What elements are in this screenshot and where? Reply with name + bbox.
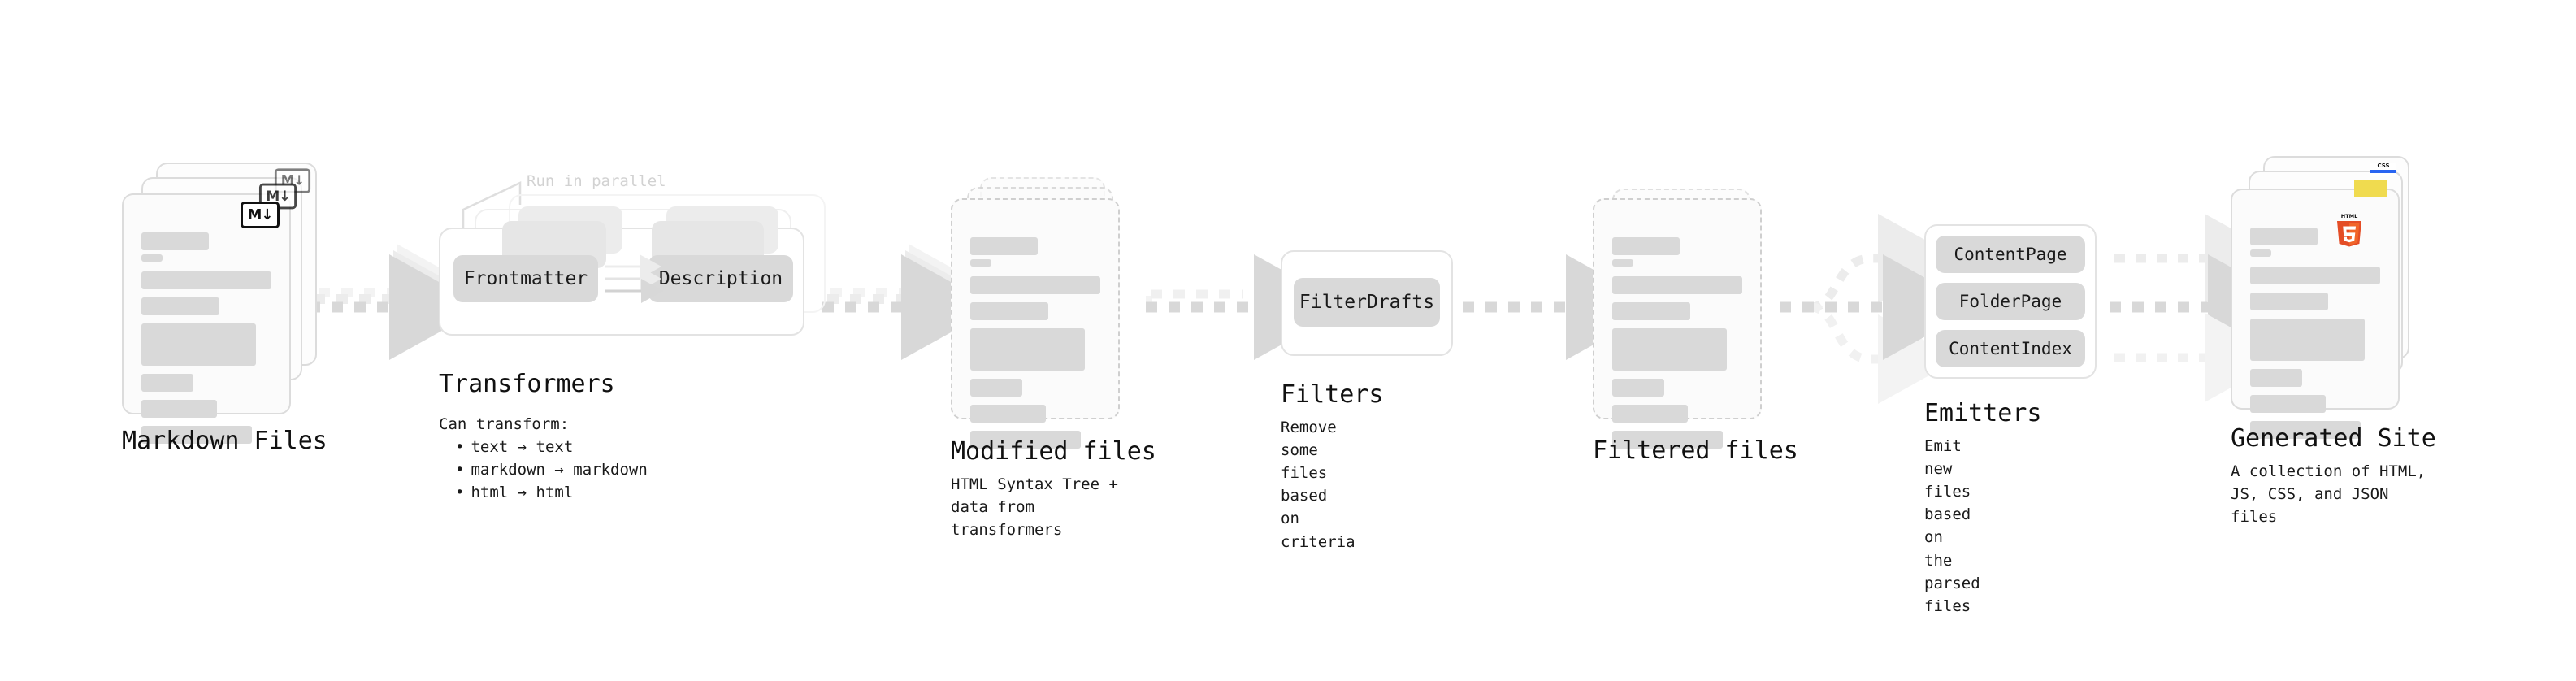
- generated-site-subtitle: A collection of HTML, JS, CSS, and JSON …: [2231, 462, 2426, 527]
- transform-item: text → text: [455, 436, 648, 458]
- emitters-title: Emitters: [1924, 399, 2042, 427]
- modified-files-title: Modified files: [951, 437, 1156, 466]
- filtered-card-stack: [1593, 189, 1780, 449]
- stage-markdown-files: M↓ M↓ M↓ Markdown Files: [122, 163, 327, 455]
- transformer-pill-description[interactable]: Description: [648, 255, 793, 302]
- transformer-pill-frontmatter[interactable]: Frontmatter: [453, 255, 598, 302]
- modified-files-subtitle: HTML Syntax Tree + data from transformer…: [951, 475, 1118, 540]
- generated-card-stack: CSS HTML: [2231, 156, 2434, 439]
- filters-title: Filters: [1281, 380, 1384, 409]
- connector-modified-to-filters: [1146, 254, 1349, 360]
- filters-subtitle: Remove some files based on criteria: [1281, 419, 1355, 551]
- stage-transformers: Frontmatter Description Run in parallel …: [439, 172, 845, 501]
- generated-placeholder-lines: [2250, 228, 2380, 447]
- transformers-transform-list: text → text markdown → markdown html → h…: [439, 436, 648, 504]
- transform-item: markdown → markdown: [455, 458, 647, 481]
- html5-icon: HTML: [2335, 211, 2364, 247]
- generated-card-front: [2231, 189, 2400, 439]
- transformers-title: Transformers: [439, 370, 615, 398]
- emitter-pill-contentindex[interactable]: ContentIndex: [1936, 330, 2085, 367]
- emitter-pill-folderpage[interactable]: FolderPage: [1936, 283, 2085, 320]
- css-icon: CSS: [2370, 163, 2396, 176]
- javascript-icon: [2354, 180, 2387, 197]
- stage-generated-site: CSS HTML Generated Site A collection of …: [2231, 156, 2436, 526]
- markdown-placeholder-lines: [141, 232, 271, 452]
- modified-card-stack: [951, 177, 1138, 449]
- modified-placeholder-lines: [970, 237, 1100, 457]
- transformers-subtitle-lead: Can transform:: [439, 415, 570, 433]
- markdown-card-front: [122, 193, 291, 444]
- transformers-subtitle: Can transform: text → text markdown → ma…: [439, 413, 648, 504]
- markdown-files-title: Markdown Files: [122, 427, 327, 455]
- filtered-files-title: Filtered files: [1593, 436, 1798, 465]
- markdown-card-stack: M↓ M↓ M↓: [122, 163, 325, 444]
- filtered-card-front: [1593, 198, 1762, 449]
- run-in-parallel-label: Run in parallel: [527, 172, 666, 190]
- transform-item: html → html: [455, 481, 648, 504]
- generated-site-title: Generated Site: [2231, 424, 2436, 453]
- svg-text:HTML: HTML: [2341, 213, 2357, 219]
- connector-emitters-to-site: [2110, 214, 2303, 402]
- markdown-badge-front: M↓: [241, 202, 280, 228]
- modified-card-front: [951, 198, 1120, 449]
- stage-filtered-files: Filtered files: [1593, 189, 1798, 465]
- stage-modified-files: Modified files HTML Syntax Tree + data f…: [951, 177, 1156, 539]
- emitters-subtitle: Emit new files based on the parsed files: [1924, 437, 1980, 615]
- emitter-pill-contentpage[interactable]: ContentPage: [1936, 236, 2085, 273]
- connector-filtered-to-emitters: [1780, 214, 1978, 404]
- filter-pill-filterdrafts[interactable]: FilterDrafts: [1294, 278, 1440, 327]
- filtered-placeholder-lines: [1612, 237, 1742, 457]
